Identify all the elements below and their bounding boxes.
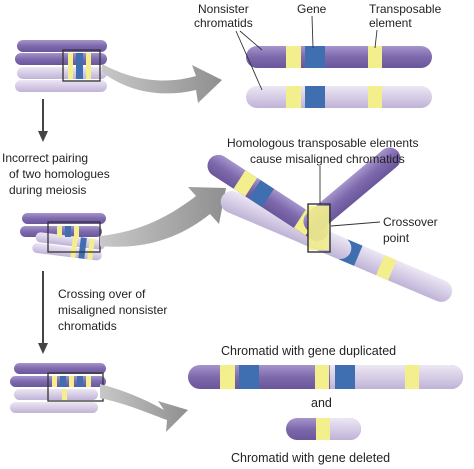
zoom-arrow-3 — [100, 384, 188, 432]
nonsister-chromatid-top — [246, 46, 432, 68]
label-transposable-element: Transposable element — [369, 2, 445, 30]
crossover-box — [307, 203, 331, 253]
label-gene: Gene — [297, 2, 327, 16]
down-arrow-2 — [38, 271, 48, 354]
zoom-box-1 — [62, 49, 101, 82]
label-chromatid-duplicated: Chromatid with gene duplicated — [221, 344, 396, 358]
small-chromosome-pair-2 — [20, 213, 106, 261]
label-and: and — [311, 396, 332, 410]
label-crossover-point: Crossover point — [383, 215, 441, 245]
small-chromosome-pair-1 — [15, 40, 107, 92]
label-chromatid-deleted: Chromatid with gene deleted — [231, 451, 390, 465]
label-nonsister-chromatids: Nonsister chromatids — [194, 2, 253, 30]
down-arrow-1 — [38, 99, 48, 142]
zoom-arrow-2 — [100, 187, 226, 247]
small-chromosome-pair-3 — [10, 363, 106, 413]
chromatid-gene-duplicated — [188, 365, 463, 389]
crossing-chromatids — [207, 147, 453, 302]
label-crossing-over: Crossing over of misaligned nonsister ch… — [58, 287, 171, 333]
label-homologous-transposable: Homologous transposable elements cause m… — [227, 136, 422, 166]
chromatid-gene-deleted — [286, 418, 361, 440]
zoom-arrow-1 — [102, 64, 222, 103]
nonsister-chromatid-bottom — [246, 86, 432, 108]
label-incorrect-pairing: Incorrect pairing of two homologues duri… — [2, 151, 113, 197]
